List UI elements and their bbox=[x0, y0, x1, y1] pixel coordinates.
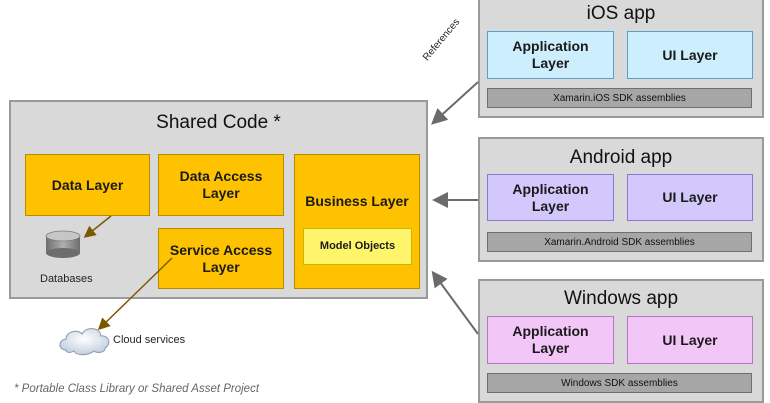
android-ui-layer-box: UI Layer bbox=[627, 174, 753, 221]
windows-sdk-bar: Windows SDK assemblies bbox=[487, 373, 752, 393]
business-layer-box bbox=[294, 154, 420, 289]
footnote: * Portable Class Library or Shared Asset… bbox=[14, 383, 260, 395]
android-sdk-bar: Xamarin.Android SDK assemblies bbox=[487, 232, 752, 252]
database-icon bbox=[45, 230, 81, 258]
data-layer-to-database-arrow bbox=[83, 215, 112, 238]
ios-app-title: iOS app bbox=[586, 3, 656, 24]
windows-ui-layer-box: UI Layer bbox=[627, 316, 753, 364]
windows-application-layer-box: Application Layer bbox=[487, 316, 614, 364]
data-access-layer-box: Data Access Layer bbox=[158, 154, 284, 216]
windows-app-title: Windows app bbox=[563, 288, 679, 309]
service-to-cloud-arrow bbox=[97, 257, 173, 331]
cloud-icon bbox=[59, 328, 110, 356]
android-application-layer-box: Application Layer bbox=[487, 174, 614, 221]
business-layer-label: Business Layer bbox=[305, 192, 409, 209]
service-access-layer-box: Service Access Layer bbox=[158, 228, 284, 289]
windows-reference-arrow bbox=[431, 270, 479, 335]
shared-code-title: Shared Code * bbox=[156, 112, 281, 133]
databases-label: Databases bbox=[40, 273, 93, 285]
ios-application-layer-box: Application Layer bbox=[487, 31, 614, 79]
android-app-title: Android app bbox=[569, 147, 673, 168]
data-layer-box: Data Layer bbox=[25, 154, 150, 216]
model-objects-box: Model Objects bbox=[303, 228, 412, 265]
ios-ui-layer-box: UI Layer bbox=[627, 31, 753, 79]
cloud-services-label: Cloud services bbox=[113, 334, 186, 346]
ios-sdk-bar: Xamarin.iOS SDK assemblies bbox=[487, 88, 752, 108]
ios-reference-arrow bbox=[431, 81, 479, 125]
